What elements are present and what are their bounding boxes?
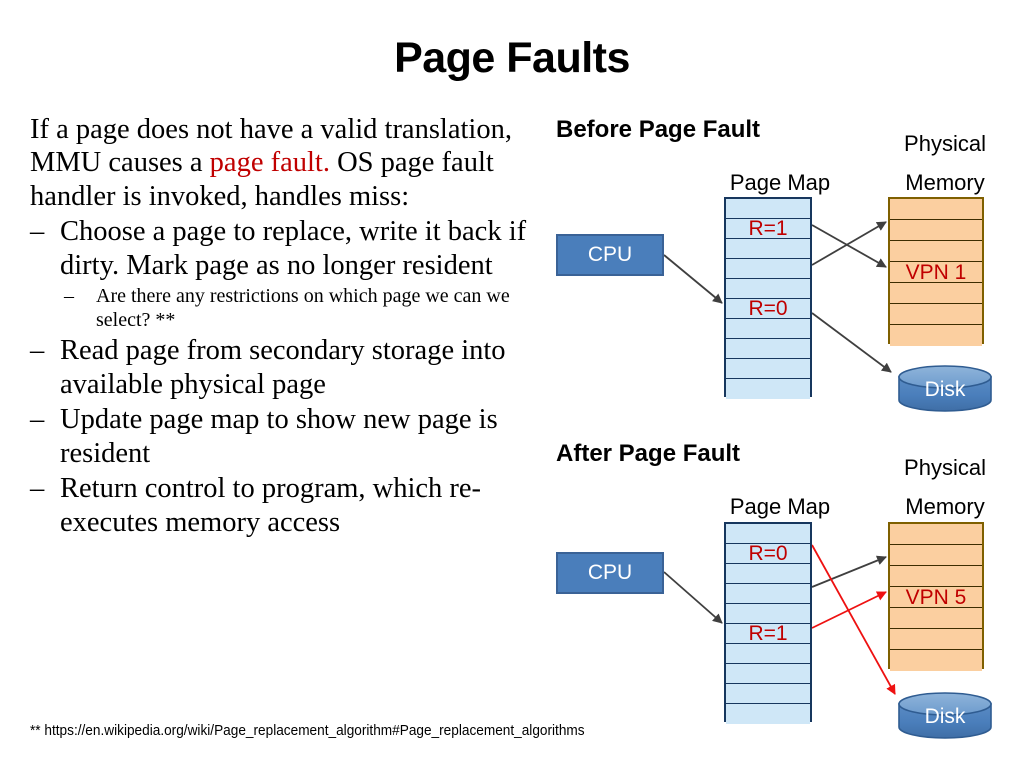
memory-row: VPN 5 <box>890 587 982 608</box>
page-map-row <box>726 359 810 379</box>
page-map-table-after: R=0 R=1 <box>724 522 812 724</box>
physical-label-line1-after: Physical <box>904 455 986 480</box>
bullet-list: – Choose a page to replace, write it bac… <box>30 215 530 539</box>
page-map-row <box>726 239 810 259</box>
sub-bullet-dash-icon: – <box>64 285 74 308</box>
panel-title-before: Before Page Fault <box>556 116 761 143</box>
page-map-row <box>726 524 810 544</box>
memory-row <box>890 325 982 346</box>
list-item: – Return control to program, which re-ex… <box>30 472 530 539</box>
memory-row <box>890 199 982 220</box>
physical-label-line1-before: Physical <box>904 131 986 156</box>
page-map-row <box>726 279 810 299</box>
list-item: – Are there any restrictions on which pa… <box>60 284 530 332</box>
physical-label-line2-before: Memory <box>905 170 985 195</box>
cpu-box-before: CPU <box>556 234 664 276</box>
sub-bullet-list: – Are there any restrictions on which pa… <box>60 284 530 332</box>
page-map-row <box>726 584 810 604</box>
sub-bullet-text: Are there any restrictions on which page… <box>96 285 510 332</box>
bullet-dash-icon: – <box>30 473 45 505</box>
memory-row <box>890 566 982 587</box>
memory-row <box>890 304 982 325</box>
cpu-box-after: CPU <box>556 552 664 594</box>
page-map-row: R=0 <box>726 543 810 564</box>
page-map-row <box>726 564 810 584</box>
lead-text-part1: If a page does not have a valid translat… <box>30 114 512 179</box>
page-map-row: R=0 <box>726 298 810 319</box>
physical-memory-table-before: VPN 1 <box>888 197 984 346</box>
bullet-dash-icon: – <box>30 216 45 248</box>
page-map-label-after: Page Map <box>729 494 831 519</box>
page-map-label-before: Page Map <box>729 170 831 195</box>
page-map-row <box>726 259 810 279</box>
bullet-text: Update page map to show new page is resi… <box>60 404 498 469</box>
memory-row: VPN 1 <box>890 262 982 283</box>
memory-row <box>890 241 982 262</box>
arrow-pagemap-to-vpn5-after <box>811 591 887 629</box>
page-map-row <box>726 684 810 704</box>
page-map-row <box>726 199 810 219</box>
page-map-row <box>726 319 810 339</box>
page-map-row <box>726 604 810 624</box>
arrow-pagemap-to-memory-after <box>811 555 887 588</box>
disk-label-before: Disk <box>924 378 966 401</box>
physical-label-line2-after: Memory <box>905 494 985 519</box>
arrow-pagemap-to-memory-before-1 <box>811 221 887 266</box>
list-item: – Choose a page to replace, write it bac… <box>30 215 530 332</box>
lead-text-part2: OS page fault handler is invoked, handle… <box>30 147 494 212</box>
page-map-row <box>726 664 810 684</box>
bullet-text: Read page from secondary storage into av… <box>60 335 506 400</box>
bullet-text: Choose a page to replace, write it back … <box>60 216 527 281</box>
memory-row <box>890 629 982 650</box>
list-item: – Read page from secondary storage into … <box>30 334 530 401</box>
page-title: Page Faults <box>394 34 630 82</box>
memory-row <box>890 283 982 304</box>
lead-paragraph: If a page does not have a valid translat… <box>30 113 530 213</box>
physical-memory-table-after: VPN 5 <box>888 522 984 671</box>
arrow-pagemap-to-disk-after <box>811 544 896 695</box>
arrow-pagemap-to-disk-before <box>811 312 892 373</box>
disk-after: Disk <box>899 693 991 739</box>
memory-row <box>890 220 982 241</box>
memory-row <box>890 650 982 671</box>
page-map-row <box>726 644 810 664</box>
body-column: If a page does not have a valid translat… <box>30 113 530 539</box>
page-map-row <box>726 704 810 724</box>
arrow-cpu-to-pagemap-before <box>663 254 723 304</box>
footnote-reference: ** https://en.wikipedia.org/wiki/Page_re… <box>30 723 585 739</box>
page-map-row <box>726 339 810 359</box>
memory-row <box>890 524 982 545</box>
page-map-row: R=1 <box>726 623 810 644</box>
disk-label-after: Disk <box>924 705 966 728</box>
bullet-dash-icon: – <box>30 335 45 367</box>
bullet-dash-icon: – <box>30 404 45 436</box>
disk-before: Disk <box>899 366 991 412</box>
page-map-row <box>726 379 810 399</box>
panel-title-after: After Page Fault <box>556 440 741 467</box>
arrow-pagemap-to-memory-before-2 <box>811 224 887 268</box>
page-map-row: R=1 <box>726 218 810 239</box>
arrow-cpu-to-pagemap-after <box>663 571 723 624</box>
memory-row <box>890 545 982 566</box>
list-item: – Update page map to show new page is re… <box>30 403 530 470</box>
memory-row <box>890 608 982 629</box>
page-map-table-before: R=1 R=0 <box>724 197 812 399</box>
lead-highlight-page-fault: page fault. <box>209 147 330 179</box>
bullet-text: Return control to program, which re-exec… <box>60 473 482 538</box>
